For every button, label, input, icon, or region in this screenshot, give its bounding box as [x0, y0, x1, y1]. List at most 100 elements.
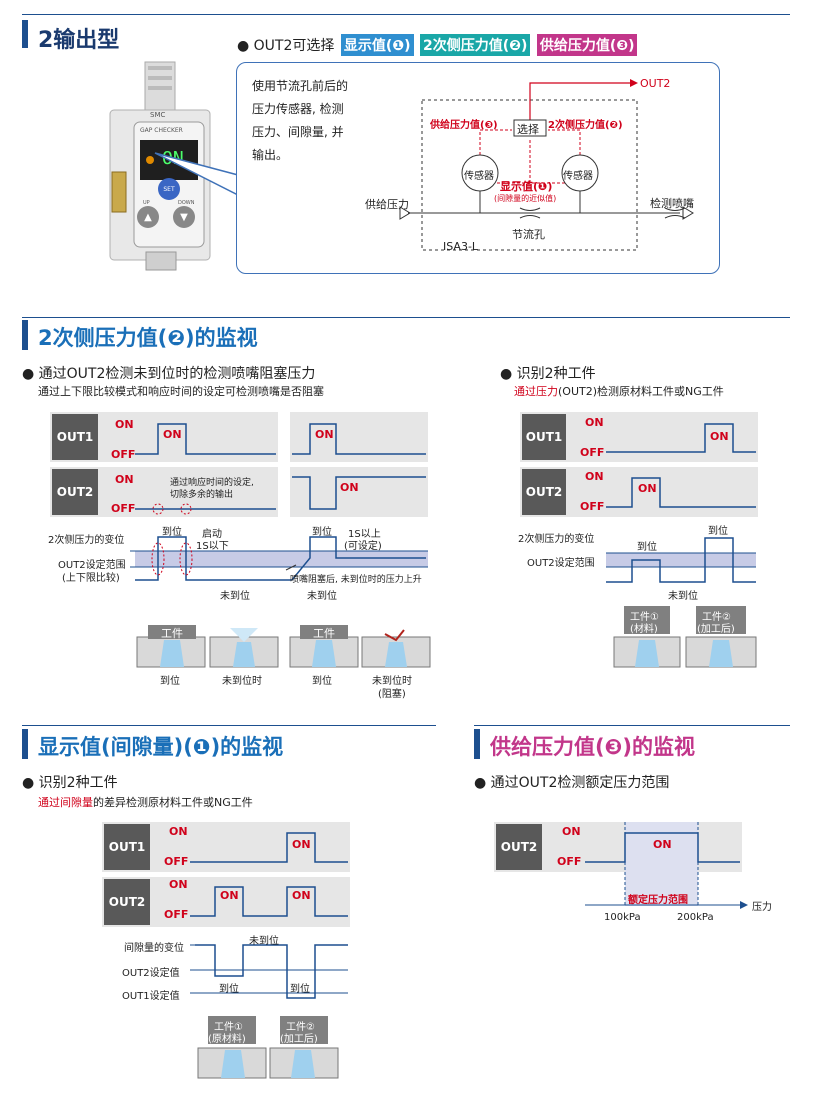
sec4-pulse-on: ON: [653, 838, 672, 851]
sec2-disp-label: 2次侧压力的变位: [48, 535, 125, 546]
sec2-left-sub: 通过上下限比较模式和响应时间的设定可检测喷嘴是否阻塞: [38, 385, 324, 398]
sec2r-pulse-on-a: ON: [710, 430, 729, 443]
sec3-arrive-a: 到位: [219, 984, 239, 995]
sec3-out2-label: OUT2: [104, 879, 150, 925]
top-rule: [22, 14, 790, 15]
sec2r-disp-label: 2次侧压力的变位: [518, 534, 595, 545]
up-button[interactable]: ▲: [137, 206, 159, 228]
sec2r-work2: 工件②: [702, 612, 731, 623]
sec3-out2-off: OFF: [164, 908, 189, 921]
sec3-pulse-on-b: ON: [220, 889, 239, 902]
sec3-out1-off: OFF: [164, 855, 189, 868]
sec3-work2-sub: (加工后): [280, 1034, 318, 1045]
sec2-out2-on: ON: [115, 473, 134, 486]
sec2-title: 2次侧压力值(❷)的监视: [38, 322, 258, 352]
sec2-arrive-a: 到位: [162, 527, 182, 538]
sec3-sub: 通过间隙量的差异检测原材料工件或NG工件: [38, 794, 253, 810]
sec3-rule: [22, 725, 436, 726]
diag-display-val: 显示值(❶): [500, 180, 553, 193]
sec2r-work1-sub: (材料): [630, 624, 658, 635]
sec2-right-sub-rest: (OUT2)检测原材料工件或NG工件: [558, 385, 724, 398]
sec3-pulse-on-c: ON: [292, 889, 311, 902]
sec2-over1s: 1S以上: [348, 529, 381, 540]
sec2-right-sub: 通过压力(OUT2)检测原材料工件或NG工件: [514, 383, 724, 399]
sec4-bullet: ● 通过OUT2检测额定压力范围: [474, 775, 670, 791]
sec2-cap-clog: (阻塞): [378, 689, 406, 700]
sec3-out1-set: OUT1设定值: [122, 991, 180, 1002]
sec3-work1: 工件①: [214, 1022, 243, 1033]
diag-orifice: 节流孔: [512, 228, 545, 241]
diag-display-sub: (间隙量的近似值): [494, 194, 557, 203]
sec3-sub-red: 通过间隙量: [38, 796, 93, 809]
sec2-not-arrive-b: 未到位: [307, 591, 337, 602]
sec4-range-band: [625, 822, 698, 906]
sec2-pulse-on-b: ON: [315, 428, 334, 441]
diag-secondary-val: 2次侧压力值(❷): [548, 120, 623, 131]
sec2-cap-arrive-b: 到位: [312, 676, 332, 687]
down-label: DOWN: [178, 200, 195, 206]
sec2r-out1-off: OFF: [580, 446, 605, 459]
sec2-out1-off: OFF: [111, 448, 136, 461]
sec2r-range-label: OUT2设定范围: [527, 558, 595, 569]
sec4-out2-label: OUT2: [496, 824, 542, 870]
sec2-clog-note: 喷嘴阻塞后, 未到位时的压力上升: [290, 575, 422, 585]
sec2-right-waves: [606, 423, 756, 583]
sec2-settable: (可设定): [344, 541, 382, 552]
sec4-out2-off: OFF: [557, 855, 582, 868]
sec2r-pulse-on-b: ON: [638, 482, 657, 495]
tag-supply: 供给压力值(❸): [536, 34, 638, 56]
sec3-sub-rest: 的差异检测原材料工件或NG工件: [93, 796, 253, 809]
sec2-range-label1: OUT2设定范围: [58, 560, 126, 571]
sec2r-arrive-a: 到位: [637, 542, 657, 553]
sec4-range: 额定压力范围: [628, 895, 688, 906]
up-label: UP: [143, 200, 150, 206]
sec3-title-bar: [22, 729, 28, 759]
device-name: GAP CHECKER: [140, 127, 183, 134]
sec2-range-label2: (上下限比较): [62, 573, 120, 584]
sec2-resp-note2: 切除多余的输出: [170, 490, 234, 500]
diag-supply-pressure: 供给压力: [365, 198, 409, 211]
sec2-out1-label: OUT1: [52, 414, 98, 460]
sec2-cap-arrive-a: 到位: [160, 676, 180, 687]
sec2-left-nozzles: [136, 625, 431, 668]
sec2-cap-not-arrive2: 未到位时: [372, 676, 412, 687]
diag-model: ISA3-L: [443, 240, 479, 253]
diag-select: 选择: [517, 123, 539, 136]
device-image: SMC GAP CHECKER ON SET UP DOWN ▲ ▼: [109, 61, 225, 272]
callout-line: 压力、间隙量, 并: [252, 125, 344, 139]
sec2r-out2-off: OFF: [580, 500, 605, 513]
sec3-gap-label: 间隙量的变位: [124, 943, 184, 954]
tag-secondary: 2次侧压力值(❷): [419, 34, 531, 56]
sec2-left-waves: [130, 423, 428, 581]
set-button[interactable]: SET: [158, 178, 180, 200]
sec4-p1: 100kPa: [604, 912, 641, 923]
down-button[interactable]: ▼: [173, 206, 195, 228]
sec2-resp-note1: 通过响应时间的设定,: [170, 478, 254, 488]
sec2r-out1-label: OUT1: [522, 414, 566, 460]
sec2-out1-on: ON: [115, 418, 134, 431]
sec2-rule: [22, 317, 790, 318]
sec2-right-bullet: ● 识别2种工件: [500, 366, 596, 382]
diag-nozzle: 检测喷嘴: [650, 197, 694, 210]
sec3-title-text: 显示值(间隙量)(❶)的监视: [38, 735, 284, 759]
sec2-out2-off: OFF: [111, 502, 136, 515]
sec2-right-nozzles: [613, 606, 757, 668]
sec3-out2-on: ON: [169, 878, 188, 891]
sec2r-out2-label: OUT2: [522, 469, 566, 515]
sec2r-out1-on: ON: [585, 416, 604, 429]
sec2-workpiece-a: 工件: [161, 627, 183, 640]
sec2-start: 启动: [202, 529, 222, 540]
out2-select-text: ● OUT2可选择: [237, 38, 335, 54]
sec2r-work2-sub: (加工后): [697, 624, 735, 635]
sec4-title: 供给压力值(❸)的监视: [490, 731, 695, 761]
sec4-out2-on: ON: [562, 825, 581, 838]
top-title: 2输出型: [38, 28, 120, 53]
sec4-p2: 200kPa: [677, 912, 714, 923]
sec3-work1-sub: (原材料): [208, 1034, 246, 1045]
sec2r-out2-on: ON: [585, 470, 604, 483]
device-brand: SMC: [150, 111, 166, 119]
sec2-arrive-b: 到位: [312, 527, 332, 538]
